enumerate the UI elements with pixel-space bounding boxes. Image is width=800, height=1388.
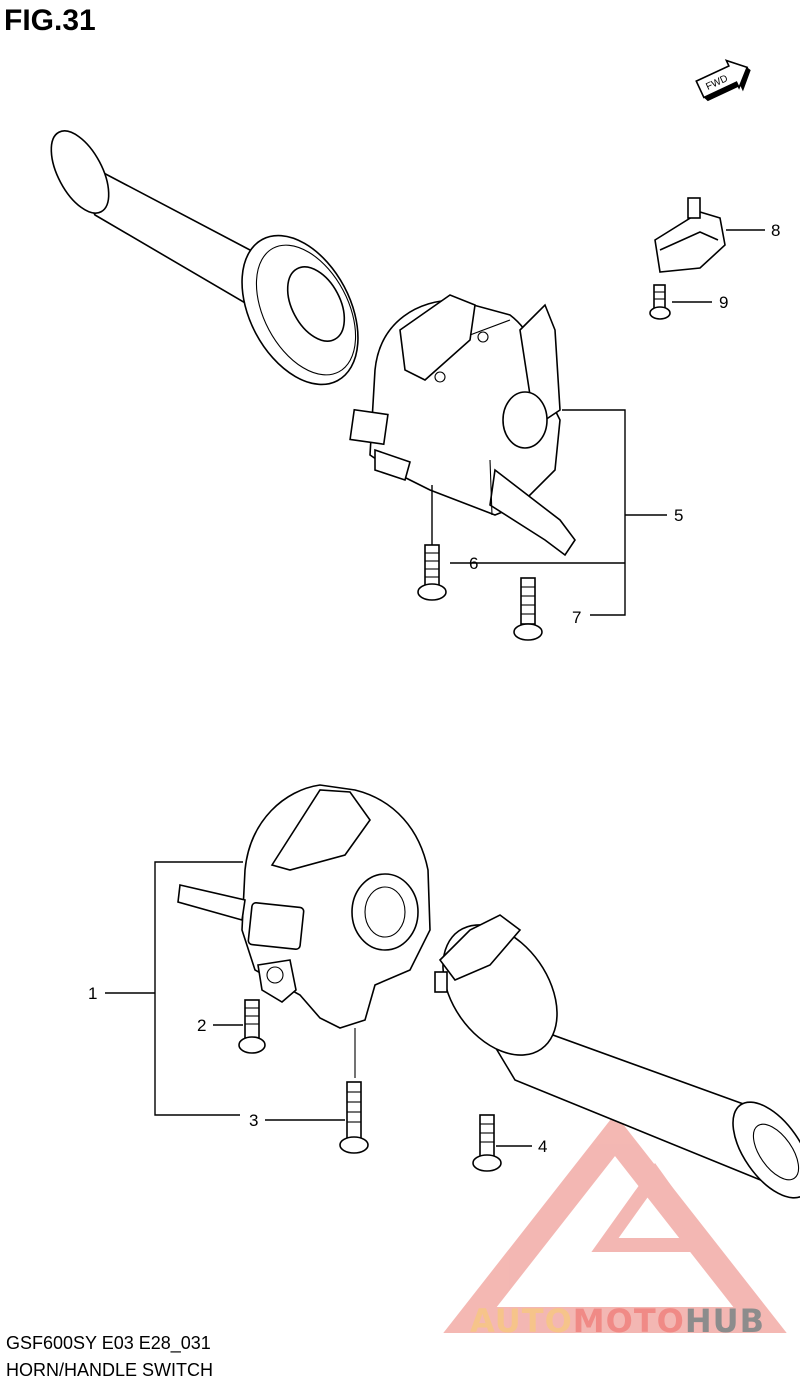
callout-1: 1 [88,984,97,1003]
watermark-hub: HUB [684,1302,766,1340]
throttle-grip [434,914,800,1199]
callout-8: 8 [771,221,780,240]
callout-9: 9 [719,293,728,312]
bracket-5 [450,409,667,616]
caption-part-name: HORN/HANDLE SWITCH [6,1360,214,1380]
callout-6: 6 [469,554,478,573]
right-handle-switch-assembly [177,784,431,1078]
callout-4: 4 [538,1137,547,1156]
watermark-moto: MOTO [572,1302,685,1340]
figure-title: FIG.31 [4,4,96,37]
fwd-arrow-icon: FWD [695,59,751,102]
callout-2: 2 [197,1016,206,1035]
caption-model-code: GSF600SY E03 E28_031 [6,1333,211,1353]
screw-7 [513,577,543,641]
screw-6 [417,485,447,601]
left-handle-switch-assembly [349,294,576,557]
screw-9 [649,284,712,320]
callout-5: 5 [674,506,683,525]
callout-7: 7 [572,608,581,627]
left-grip [50,130,359,386]
clutch-switch-8 [654,197,765,273]
callout-3: 3 [249,1111,258,1130]
screw-4 [472,1114,532,1172]
bracket-1 [105,861,345,1121]
watermark-auto: AUTO [470,1302,573,1340]
screw-2 [213,999,266,1054]
screw-3 [339,1081,369,1154]
watermark: AUTOMOTOHUB [470,1302,765,1340]
watermark-logo-icon [443,1113,787,1333]
